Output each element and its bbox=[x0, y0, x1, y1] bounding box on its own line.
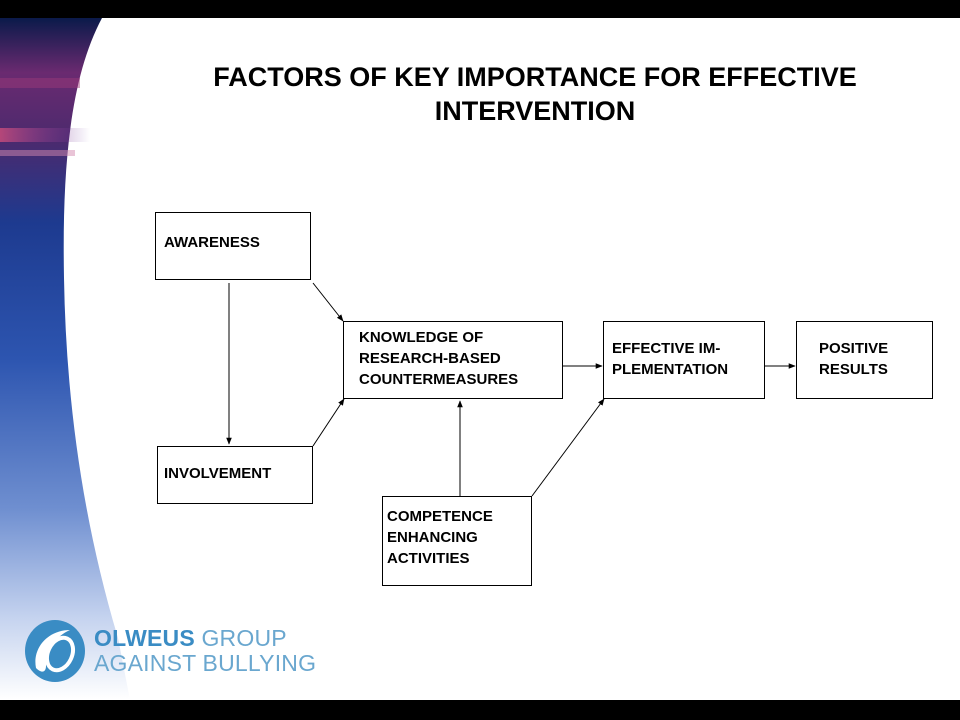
node-knowledge: KNOWLEDGE OF RESEARCH-BASED COUNTERMEASU… bbox=[343, 321, 563, 399]
node-involvement: INVOLVEMENT bbox=[157, 446, 313, 504]
node-label: COMPETENCE bbox=[387, 508, 493, 525]
node-label: AWARENESS bbox=[164, 234, 260, 251]
logo-text: OLWEUS GROUP AGAINST BULLYING bbox=[94, 626, 316, 676]
olweus-swoosh-icon bbox=[25, 620, 85, 682]
sidebar-decoration bbox=[0, 18, 130, 700]
node-label: POSITIVE bbox=[819, 340, 889, 357]
node-label: ACTIVITIES bbox=[387, 550, 470, 567]
node-label: ENHANCING bbox=[387, 529, 478, 546]
logo-name-rest: GROUP bbox=[194, 625, 287, 651]
node-positive-results: POSITIVE RESULTS bbox=[796, 321, 933, 399]
node-label: PLEMENTATION bbox=[612, 361, 729, 378]
title-line: INTERVENTION bbox=[434, 96, 636, 126]
sidebar-streak bbox=[0, 150, 75, 156]
olweus-logo: OLWEUS GROUP AGAINST BULLYING bbox=[22, 618, 352, 688]
node-label: RESULTS bbox=[819, 361, 888, 378]
logo-line-2: AGAINST BULLYING bbox=[94, 650, 317, 676]
node-label: KNOWLEDGE OF bbox=[359, 329, 484, 346]
title-line: FACTORS OF KEY IMPORTANCE FOR EFFECTIVE bbox=[213, 62, 857, 92]
node-competence: COMPETENCE ENHANCING ACTIVITIES bbox=[382, 496, 532, 586]
slide: FACTORS OF KEY IMPORTANCE FOR EFFECTIVE … bbox=[0, 18, 960, 700]
page-title: FACTORS OF KEY IMPORTANCE FOR EFFECTIVE … bbox=[110, 60, 960, 128]
node-label: EFFECTIVE IM- bbox=[612, 340, 721, 357]
sidebar-streak bbox=[0, 78, 80, 88]
node-label: RESEARCH-BASED bbox=[359, 350, 501, 367]
sidebar-swoosh bbox=[0, 18, 130, 700]
node-label: COUNTERMEASURES bbox=[359, 371, 519, 388]
logo-line-1: OLWEUS GROUP bbox=[94, 626, 316, 651]
logo-name-bold: OLWEUS bbox=[94, 625, 195, 651]
node-label: INVOLVEMENT bbox=[164, 465, 272, 482]
node-effective-implementation: EFFECTIVE IM- PLEMENTATION bbox=[603, 321, 765, 399]
sidebar-streak bbox=[0, 128, 90, 142]
node-awareness: AWARENESS bbox=[155, 212, 311, 280]
